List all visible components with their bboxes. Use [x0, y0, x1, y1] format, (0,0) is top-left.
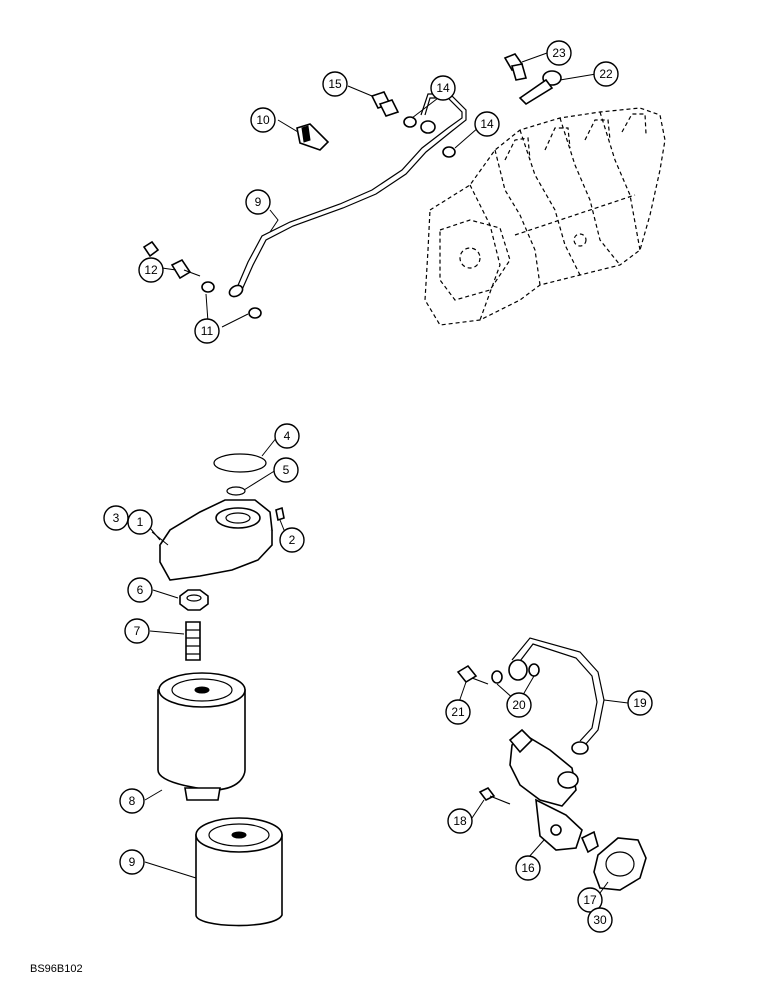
svg-text:20: 20: [512, 698, 526, 712]
svg-text:4: 4: [284, 429, 291, 443]
svg-text:14: 14: [480, 117, 494, 131]
bolt-21: [456, 664, 489, 685]
svg-text:2: 2: [289, 533, 296, 547]
fuel-line-19: [511, 637, 605, 755]
nut-6: [179, 589, 209, 611]
callout-10: 9: [245, 189, 271, 215]
callout-1: 1: [127, 509, 153, 535]
callout-3: 3: [103, 505, 129, 531]
svg-text:8: 8: [129, 794, 136, 808]
callout-30: 30: [587, 907, 613, 933]
callout-12: 11: [194, 318, 220, 344]
fitting-banjo: [508, 659, 528, 681]
callout-13: 12: [138, 257, 164, 283]
callout-5: 5: [273, 457, 299, 483]
callout-14-upper: 14: [430, 75, 456, 101]
adapter-7: [185, 621, 201, 661]
washer-14-lower: [442, 146, 456, 158]
callout-18: 18: [447, 808, 473, 834]
banjo-bolt-15: [370, 91, 400, 117]
injection-pump-outline: [424, 107, 666, 326]
plug-2: [275, 506, 285, 522]
callout-2: 2: [279, 527, 305, 553]
svg-text:16: 16: [521, 861, 535, 875]
svg-text:12: 12: [144, 263, 158, 277]
svg-text:6: 6: [137, 583, 144, 597]
figure-reference-code: BS96B102: [30, 963, 83, 975]
svg-text:22: 22: [599, 67, 613, 81]
svg-text:19: 19: [633, 696, 647, 710]
svg-text:7: 7: [134, 624, 141, 638]
o-ring-5: [226, 486, 246, 496]
callout-22: 22: [593, 61, 619, 87]
callout-19: 19: [627, 690, 653, 716]
washer-12-upper: [201, 281, 215, 293]
washer-20-a: [491, 670, 503, 684]
fitting-22: [518, 70, 562, 106]
callout-11: 10: [250, 107, 276, 133]
svg-text:30: 30: [593, 913, 607, 927]
callout-8: 8: [119, 788, 145, 814]
callout-17: 17: [577, 887, 603, 913]
svg-text:9: 9: [129, 855, 136, 869]
svg-text:10: 10: [256, 113, 270, 127]
svg-text:15: 15: [328, 77, 342, 91]
callout-21: 21: [445, 699, 471, 725]
bolt-13: [142, 240, 201, 280]
svg-text:9: 9: [255, 195, 262, 209]
svg-text:17: 17: [583, 893, 597, 907]
washer-20-b: [528, 663, 540, 677]
callout-16: 16: [515, 855, 541, 881]
svg-text:5: 5: [283, 463, 290, 477]
bolt-18: [478, 786, 511, 805]
filter-head: [159, 499, 273, 581]
fuel-filter-9: [195, 817, 283, 927]
fuel-filter-8: [157, 672, 246, 801]
svg-text:1: 1: [137, 515, 144, 529]
svg-text:23: 23: [552, 46, 566, 60]
fitting-23: [503, 53, 528, 81]
callout-20: 20: [506, 692, 532, 718]
gasket-17: [593, 837, 647, 891]
transfer-pump-16: [508, 728, 599, 854]
svg-text:14: 14: [436, 81, 450, 95]
o-ring-4: [213, 453, 267, 473]
callout-6: 6: [127, 577, 153, 603]
svg-text:21: 21: [451, 705, 465, 719]
callout-14-lower: 14: [474, 111, 500, 137]
washer-14-upper: [403, 116, 417, 128]
svg-text:18: 18: [453, 814, 467, 828]
callout-15: 15: [322, 71, 348, 97]
fuel-line: [228, 93, 467, 298]
callout-4: 4: [274, 423, 300, 449]
svg-text:11: 11: [201, 324, 214, 338]
callout-23: 23: [546, 40, 572, 66]
svg-text:3: 3: [113, 511, 120, 525]
clamp: [296, 123, 330, 151]
washer-12-lower: [248, 307, 262, 319]
callout-9: 9: [119, 849, 145, 875]
callout-7: 7: [124, 618, 150, 644]
